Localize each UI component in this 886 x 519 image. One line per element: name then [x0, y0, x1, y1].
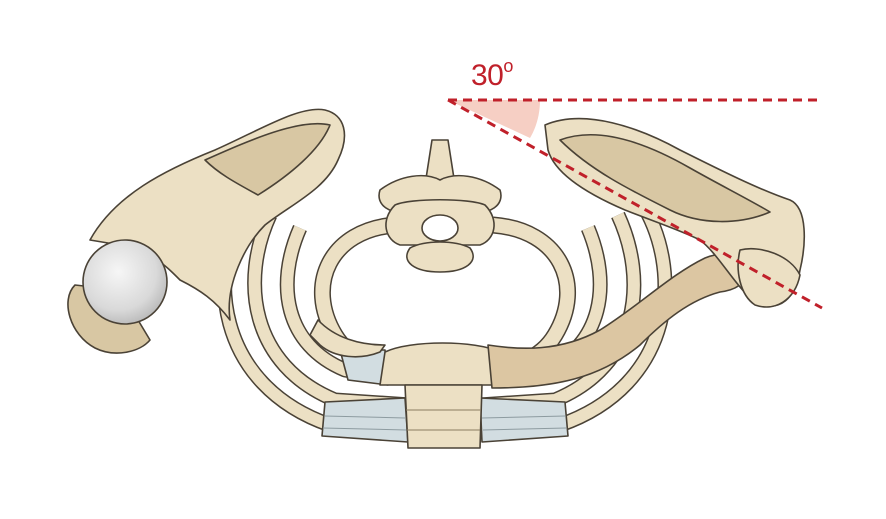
manubrium — [379, 342, 506, 386]
angle-value: 30 — [471, 59, 504, 92]
scapula-left-spine — [204, 122, 331, 196]
clavicle-left — [309, 319, 386, 358]
sternum-body — [404, 384, 483, 449]
angle-indicator — [447, 98, 823, 310]
clavicle-right — [487, 253, 749, 389]
angle-wedge — [448, 100, 540, 138]
humeral-head-left — [82, 239, 168, 325]
angle-label: 30o — [471, 56, 513, 93]
reference-line-scapular — [447, 98, 823, 310]
vertebra — [378, 139, 502, 273]
degree-symbol: o — [503, 56, 513, 76]
vertebral-body — [406, 241, 474, 273]
cartilage-right — [479, 397, 569, 443]
cartilage-left — [321, 397, 409, 443]
vertebral-foramen — [421, 214, 459, 242]
scapula-right-fossa — [559, 134, 771, 223]
